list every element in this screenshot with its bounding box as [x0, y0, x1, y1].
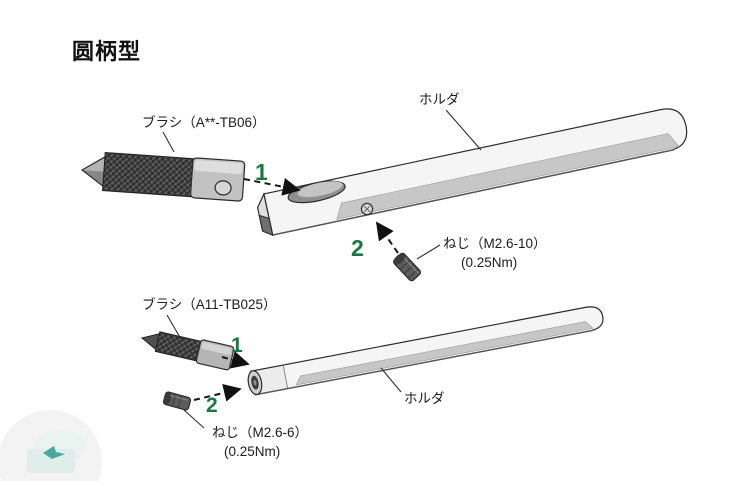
step2-number: 2 — [206, 394, 218, 417]
holder-label: ホルダ — [419, 92, 460, 107]
watermark-bird-icon — [43, 446, 65, 459]
brush-illustration — [140, 331, 235, 371]
screw-illustration — [162, 391, 192, 411]
step1-number: 1 — [255, 159, 268, 185]
torque-label: (0.25Nm) — [461, 255, 517, 270]
leader-line — [166, 314, 182, 340]
holder-label: ホルダ — [404, 391, 445, 406]
assembly-arrow-step1 — [221, 351, 250, 369]
torque-label: (0.25Nm) — [224, 444, 280, 459]
screw-illustration — [393, 252, 421, 282]
page-title: 圆柄型 — [72, 39, 142, 64]
leader-line — [380, 367, 402, 393]
leader-line — [162, 131, 175, 153]
top-assembly-diagram: 1 2 ブラシ（A**-TB06） ホルダ ねじ（M2.6-10） (0.25N… — [80, 92, 688, 282]
screw-hole — [360, 202, 374, 216]
brush-label: ブラシ（A**-TB06） — [142, 114, 266, 130]
leader-line — [183, 409, 205, 429]
brush-label: ブラシ（A11-TB025） — [142, 296, 277, 312]
assembly-arrow-step2 — [193, 384, 242, 402]
holder-illustration — [247, 306, 604, 396]
watermark-logo — [0, 410, 102, 481]
bottom-assembly-diagram: 1 2 ブラシ（A11-TB025） ホルダ ねじ（M2.6-6） (0.25N… — [140, 296, 604, 459]
assembly-arrow-step1 — [243, 177, 301, 196]
assembly-arrow-step2 — [375, 221, 399, 254]
leader-line — [416, 244, 441, 260]
leader-line — [445, 109, 482, 151]
step2-number: 2 — [351, 235, 364, 261]
holder-illustration — [256, 108, 688, 237]
brush-illustration — [80, 151, 246, 202]
screw-label: ねじ（M2.6-6） — [212, 425, 308, 440]
step1-number: 1 — [231, 334, 243, 357]
screw-label: ねじ（M2.6-10） — [443, 236, 547, 251]
